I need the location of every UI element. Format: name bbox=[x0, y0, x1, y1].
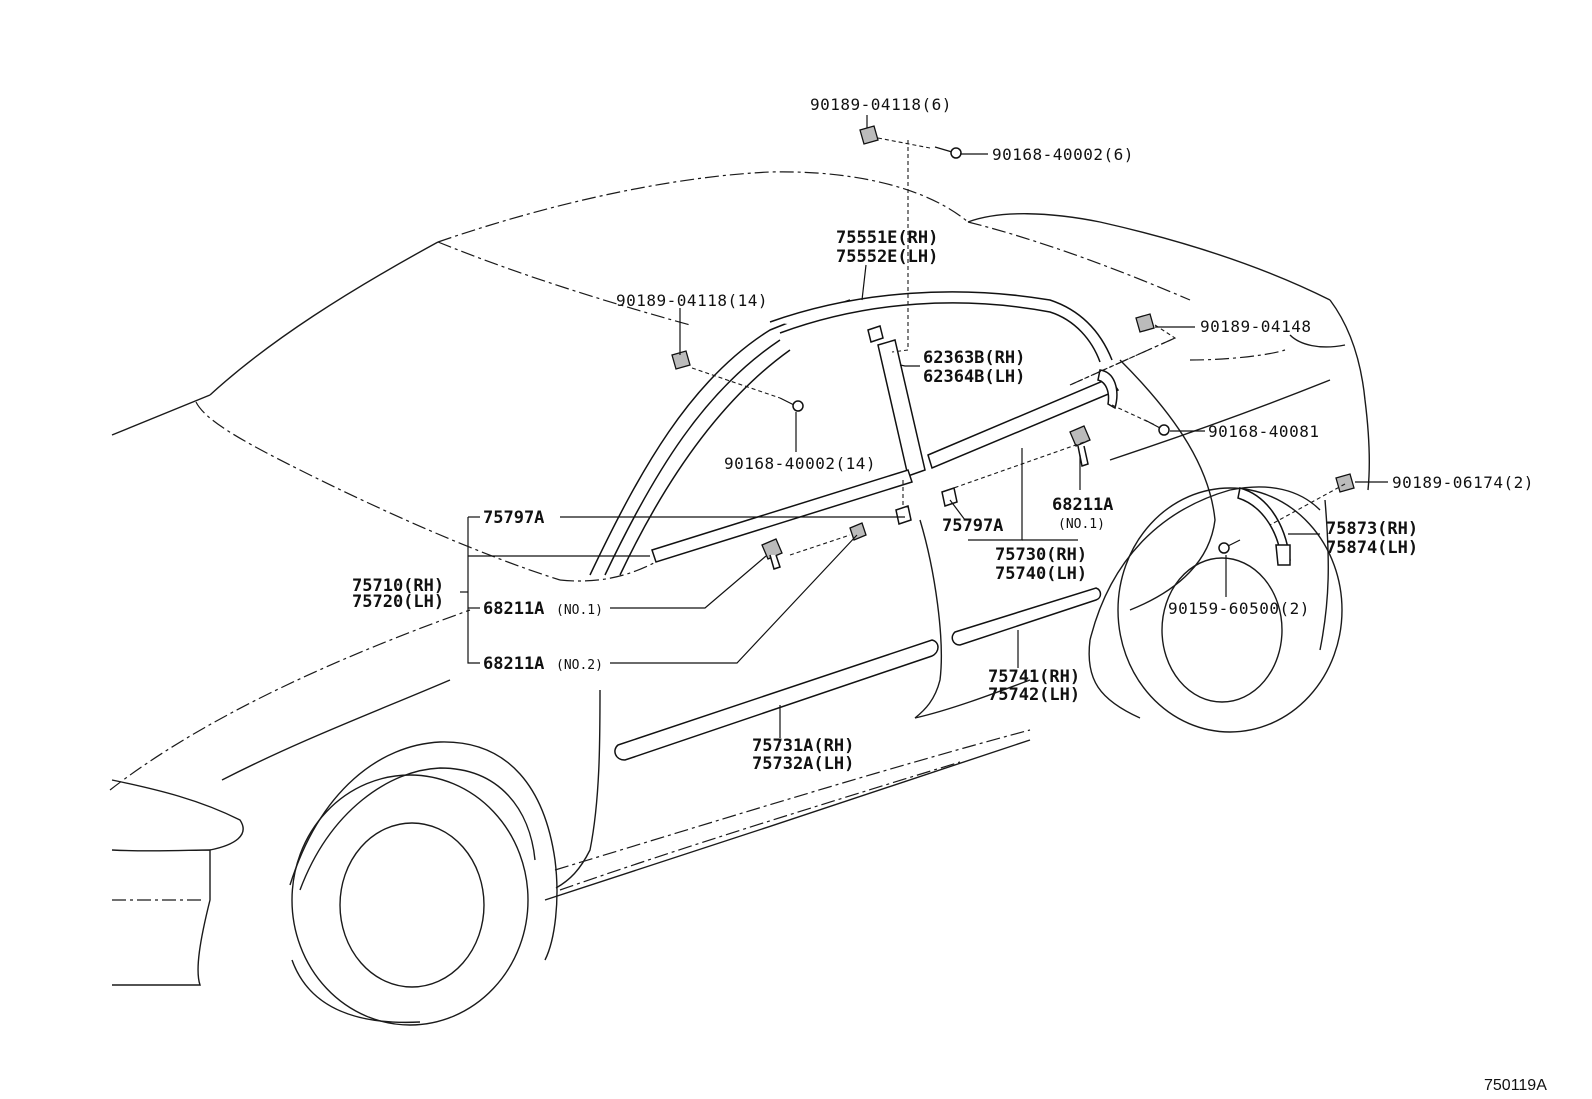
windshield-base bbox=[559, 559, 661, 582]
clip-90189-04118-top bbox=[859, 125, 879, 145]
callout-75874-lh: 75874(LH) bbox=[1326, 538, 1418, 558]
callout-75720-lh: 75720(LH) bbox=[352, 592, 444, 612]
callout-75873-rh: 75873(RH) bbox=[1326, 519, 1418, 539]
leader-lines bbox=[460, 115, 1388, 738]
callout-75710-rh: 75710(RH) bbox=[352, 576, 444, 596]
callout-68211a-no1-sub: (NO.1) bbox=[556, 603, 603, 618]
callout-68211a-no2-sub: (NO.2) bbox=[556, 658, 603, 673]
front-bumper-lower bbox=[111, 849, 211, 986]
roof-line bbox=[437, 171, 969, 243]
hood-front bbox=[111, 394, 211, 436]
front-door-lower-moulding bbox=[614, 639, 939, 761]
screw-90168-40002-top bbox=[934, 146, 962, 159]
front-tire-bottom bbox=[291, 959, 421, 1024]
clip-68211a-no2-front bbox=[849, 522, 867, 541]
rear-bumper bbox=[1319, 499, 1329, 651]
callout-90168-40002-14: 90168-40002(14) bbox=[724, 454, 876, 473]
trunk-edge bbox=[1289, 334, 1346, 348]
rear-tire-outer bbox=[1117, 487, 1343, 733]
callout-90189-04148: 90189-04148 bbox=[1200, 317, 1311, 336]
callout-68211a-rear-sub: (NO.1) bbox=[1058, 517, 1105, 532]
front-door-rear-edge bbox=[914, 519, 942, 719]
rear-deck bbox=[1189, 349, 1286, 361]
b-pillar-clip bbox=[867, 325, 884, 343]
rear-wheel-arch bbox=[1089, 486, 1321, 641]
callout-68211a-no1: 68211A bbox=[483, 599, 544, 619]
callout-68211a-rear: 68211A bbox=[1052, 495, 1113, 515]
hood-fold bbox=[195, 401, 561, 581]
rear-tire-inner bbox=[1161, 557, 1283, 703]
rear-wheel-arch-lower bbox=[1088, 639, 1141, 719]
callout-90168-40081: 90168-40081 bbox=[1208, 422, 1319, 441]
callout-75552e-lh: 75552E(LH) bbox=[836, 247, 938, 267]
callout-90189-06174-2: 90189-06174(2) bbox=[1392, 473, 1534, 492]
callout-75731a-rh: 75731A(RH) bbox=[752, 736, 854, 756]
callout-75797a-rear: 75797A bbox=[942, 516, 1003, 536]
callout-75797a-front: 75797A bbox=[483, 508, 544, 528]
callout-75741-rh: 75741(RH) bbox=[988, 667, 1080, 687]
rear-arch-moulding-end bbox=[1275, 544, 1291, 566]
screw-90159-60500 bbox=[1218, 539, 1241, 554]
roof-rear bbox=[967, 221, 1191, 301]
rear-belt-moulding-end bbox=[1097, 369, 1118, 410]
callout-68211a-no2: 68211A bbox=[483, 654, 544, 674]
callout-75740-lh: 75740(LH) bbox=[995, 564, 1087, 584]
trunk-lid bbox=[967, 213, 1331, 301]
front-wheel-arch bbox=[289, 741, 558, 961]
front-door-front-edge bbox=[555, 689, 601, 889]
clip-75797a-front bbox=[895, 505, 912, 525]
clip-68211a-no1-front bbox=[761, 538, 783, 560]
callout-90168-40002-6: 90168-40002(6) bbox=[992, 145, 1134, 164]
callout-75730-rh: 75730(RH) bbox=[995, 545, 1087, 565]
b-pillar-garnish bbox=[877, 339, 926, 477]
front-beltline bbox=[109, 609, 471, 791]
rear-quarter bbox=[1119, 359, 1216, 611]
rear-door-lower-moulding bbox=[951, 587, 1102, 646]
fender-crease bbox=[221, 679, 451, 781]
rocker-lower bbox=[544, 739, 1031, 901]
rocker-line bbox=[554, 729, 1031, 871]
front-tire-outer bbox=[291, 774, 529, 1026]
callout-90189-04118-14: 90189-04118(14) bbox=[616, 291, 768, 310]
roof-drip-moulding-inner bbox=[779, 302, 1101, 363]
figure-id: 750119A bbox=[1484, 1077, 1547, 1094]
a-pillar-moulding-edge bbox=[619, 349, 791, 576]
attach-lines bbox=[691, 137, 1346, 556]
screw-90168-40002-a bbox=[779, 397, 804, 412]
clip-90189-06174 bbox=[1335, 473, 1355, 493]
clip-90189-04118-a bbox=[671, 350, 691, 370]
callout-75732a-lh: 75732A(LH) bbox=[752, 754, 854, 774]
clip-75797a-rear bbox=[941, 487, 958, 507]
lower-body-line bbox=[559, 761, 961, 891]
callout-90159-60500-2: 90159-60500(2) bbox=[1168, 599, 1310, 618]
clip-90189-04148 bbox=[1135, 313, 1155, 333]
callout-75742-lh: 75742(LH) bbox=[988, 685, 1080, 705]
clip-68211a-no1-front-tail bbox=[769, 554, 781, 570]
windshield-top bbox=[437, 241, 691, 326]
callout-62363b-rh: 62363B(RH) bbox=[923, 348, 1025, 368]
front-wheel-arch-inner bbox=[299, 767, 536, 891]
callout-labels: 90189-04118(6) 90168-40002(6) 75551E(RH)… bbox=[352, 95, 1547, 1094]
rear-door-front bbox=[914, 679, 1031, 719]
rear-end bbox=[1329, 299, 1370, 491]
screw-90168-40081 bbox=[1144, 419, 1170, 436]
front-bumper-top bbox=[111, 779, 244, 851]
parts bbox=[589, 125, 1355, 761]
callout-75551e-rh: 75551E(RH) bbox=[836, 228, 938, 248]
hood-line bbox=[209, 241, 439, 396]
rear-belt-moulding bbox=[927, 377, 1120, 470]
front-belt-moulding bbox=[651, 469, 913, 563]
callout-62364b-lh: 62364B(LH) bbox=[923, 367, 1025, 387]
rear-quarter-belt bbox=[1109, 379, 1331, 461]
callout-90189-04118-6: 90189-04118(6) bbox=[810, 95, 952, 114]
front-tire-inner bbox=[339, 822, 485, 988]
